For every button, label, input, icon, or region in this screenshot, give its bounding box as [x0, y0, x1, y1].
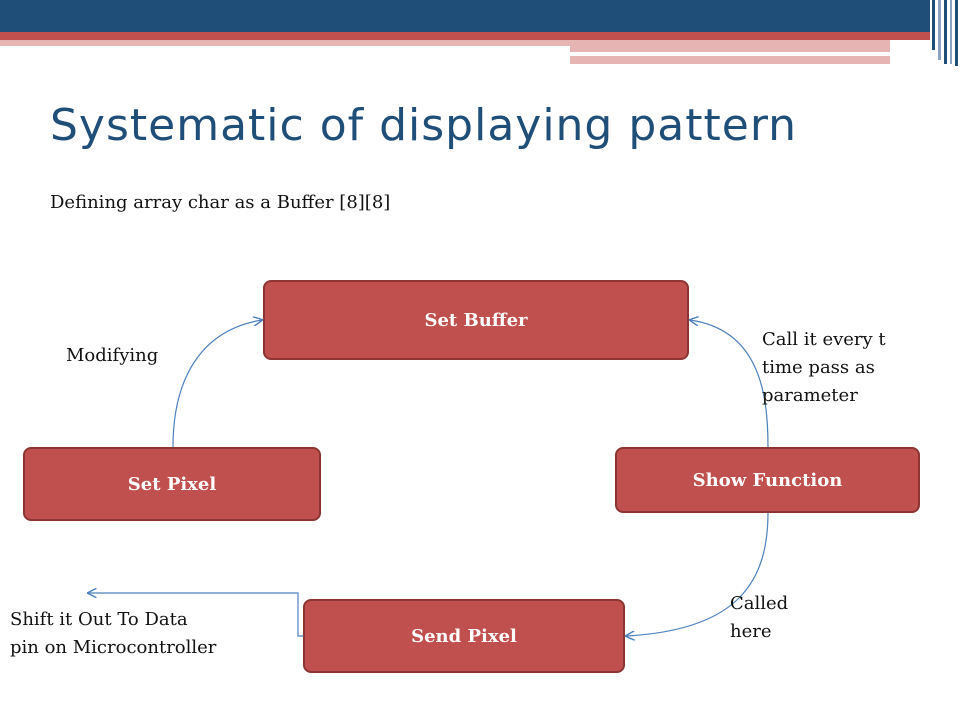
label-called-here: Called here: [730, 593, 789, 642]
label-shift-out: Shift it Out To Data pin on Microcontrol…: [10, 609, 217, 658]
label-modifying: Modifying: [66, 345, 159, 366]
arrow-set-pixel-to-set-buffer: [172, 320, 262, 448]
slide-title: Systematic of displaying pattern: [50, 100, 798, 151]
node-set-pixel: Set Pixel: [23, 447, 321, 521]
arrow-show-function-to-set-buffer: [690, 320, 769, 448]
node-send-pixel: Send Pixel: [303, 599, 625, 673]
node-set-buffer: Set Buffer: [263, 280, 689, 360]
header-decoration: [0, 0, 958, 66]
slide-subtitle: Defining array char as a Buffer [8][8]: [50, 192, 391, 213]
label-call-every: Call it every t time pass as parameter: [762, 329, 886, 406]
node-show-function: Show Function: [615, 447, 920, 513]
